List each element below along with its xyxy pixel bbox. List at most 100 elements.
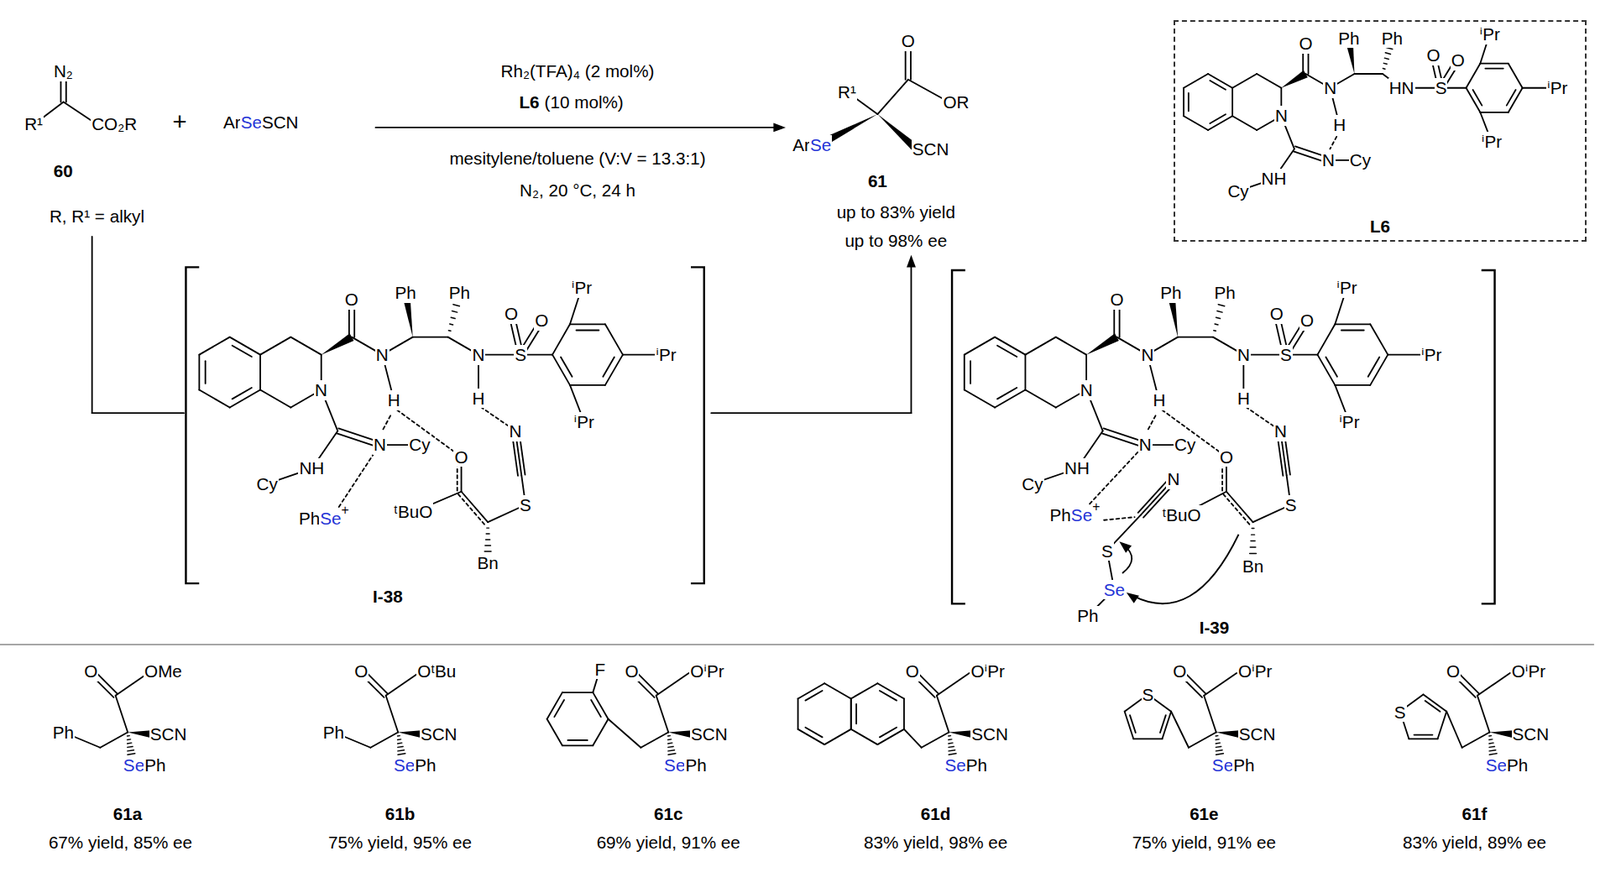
hashed-bond [948,735,952,738]
chem-text: 83% yield, 89% ee [1401,832,1548,853]
curved-arrow [1132,534,1239,604]
chem-text: Se [1103,580,1126,601]
chem-text: S [1100,541,1114,562]
bond-line [1477,695,1491,733]
chem-text: ⁱPr [1335,277,1358,299]
chem-text: Se [122,755,146,776]
arrow-head [1126,592,1140,604]
bond-line [260,337,291,356]
chem-text: N [507,421,523,442]
hashed-bond [449,323,454,325]
chem-text: Ph [1232,755,1255,776]
arrow-head [773,122,786,132]
chem-text: H [470,388,486,409]
chem-text: OⁱPr [969,661,1005,682]
bond-line [1209,114,1226,124]
bond-line [605,324,623,355]
bond-line [879,727,897,738]
bond-line [1437,711,1448,740]
bond-line [198,337,230,356]
bond-line [198,355,200,391]
chem-text: Ph [1076,606,1099,627]
chem-text: HN [1388,78,1416,99]
bond-line [1425,700,1441,712]
chem-text: 83% yield, 98% ee [862,832,1009,853]
chem-text: Ph [1049,505,1072,526]
bond-line [569,384,606,387]
compound-number: 61f [1461,804,1489,825]
chem-text: R, R¹ = alkyl [48,206,146,227]
chem-text: + [339,502,350,518]
bond-line [850,698,853,729]
bond-line [921,732,950,748]
hashed-bond [486,533,490,534]
bond-line [1232,115,1257,131]
bond-line [547,719,563,747]
chem-text: 69% yield, 91% ee [596,832,742,853]
separator-line [0,643,1594,645]
hashed-bond [397,746,403,748]
hashed-bond [1251,528,1255,529]
chem-text: SCN [1511,724,1551,745]
bond-line [656,695,670,733]
chem-text: NH [298,458,325,479]
hashed-bond [1249,553,1257,555]
hashed-bond [397,742,403,744]
chem-text: Se [1070,505,1093,526]
chem-text: N [470,345,486,366]
bond-line [1177,336,1214,339]
chem-text: O [1109,289,1125,310]
compound-number: L6 [518,92,541,113]
chem-text: O [623,661,639,682]
hashed-bond [486,538,491,540]
bond-line [1209,80,1226,90]
bond-line [910,266,913,414]
bond-line [204,360,207,384]
hashed-bond [1218,304,1225,307]
chem-text: O [1450,50,1466,71]
compound-number: I-38 [371,586,404,607]
bond-line [232,387,252,399]
chem-text: N [1322,78,1338,99]
chem-text: NH [1063,458,1091,479]
chem-text: CO₂R [90,114,138,135]
bond-line [1024,390,1056,408]
chem-text: SCN [149,724,189,745]
bond-line [1133,737,1162,740]
bond-line [1422,695,1447,712]
chem-text: ᵗBuO [1161,505,1203,526]
bond-line [877,79,908,115]
bond-line [1232,73,1257,89]
bond-line [1129,715,1136,733]
bond-line [1484,67,1503,70]
bond-line [711,412,911,414]
chem-text: O [900,31,916,52]
chem-text: Se [1211,755,1234,776]
chem-text: R¹ [836,82,858,103]
bond-line [592,719,608,747]
bond-line [1160,715,1167,733]
chem-text: Ar [791,135,811,156]
hashed-bond [668,735,671,738]
bracket [185,266,199,584]
chem-text: N [375,345,390,366]
bond-line [562,691,593,694]
hashed-bond [948,746,954,748]
chem-text: OᵗBu [416,661,457,682]
hashed-bond [397,750,405,752]
chem-text: ᵗBuO [392,501,434,523]
compound-number: 61c [653,804,684,825]
compound-number: I-39 [1198,617,1231,638]
chem-text: S [1393,702,1407,723]
hashed-bond [1382,67,1386,70]
bond-line [562,744,593,747]
chem-text: Ph [413,755,437,776]
chem-text: Ph [965,755,989,776]
chem-text: Se [1484,755,1508,776]
chem-text: Ph [448,282,471,304]
hashed-bond [453,304,461,307]
bond-line [640,732,669,748]
bond-line [386,673,419,696]
hashed-bond [1489,735,1492,738]
chem-text: F [593,659,607,680]
